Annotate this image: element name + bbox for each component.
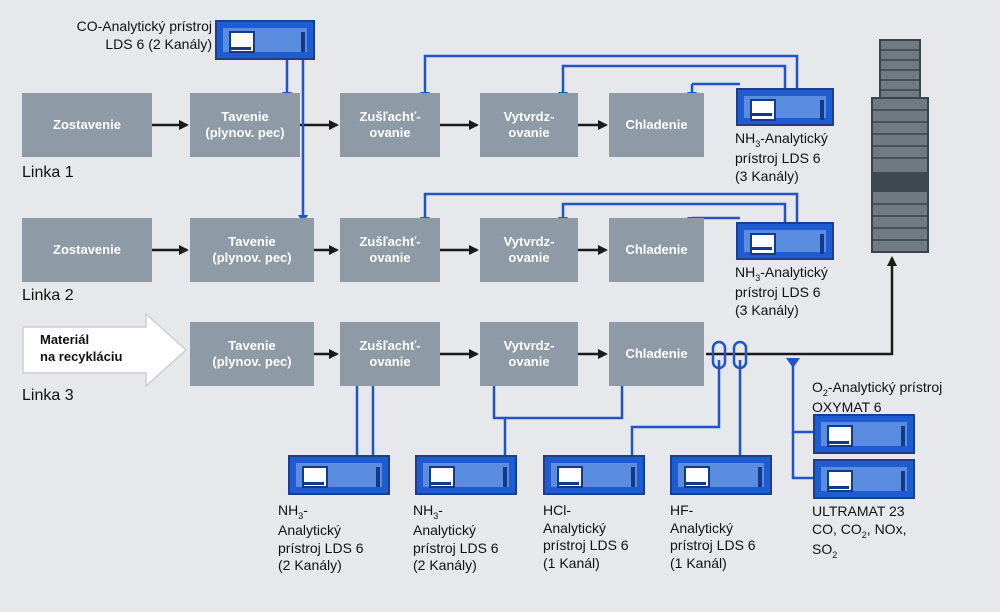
hcl-analyzer-label: HCl- Analytický prístroj LDS 6 (1 Kanál)	[543, 502, 629, 571]
nh3-analyzer-line1-device	[736, 88, 834, 126]
bottom-analyzer-1-label: NH3- Analytický prístroj LDS 6 (2 Kanály…	[278, 502, 364, 574]
line1-refining-block: Zušľachť- ovanie	[340, 93, 440, 157]
nh3-analyzer-line1-label: NH3-Analytický prístroj LDS 6 (3 Kanály)	[735, 130, 828, 184]
nh3-line1-loops	[423, 54, 799, 97]
oxymat-device	[813, 414, 915, 454]
line3-refining-block: Zušľachť- ovanie	[340, 322, 440, 386]
hf-analyzer-device	[670, 455, 772, 495]
line2-melting-block: Tavenie (plynov. pec)	[190, 218, 314, 282]
nh3-analyzer-line2-label: NH3-Analytický prístroj LDS 6 (3 Kanály)	[735, 264, 828, 318]
line3-hardening-block: Vytvrdz- ovanie	[480, 322, 578, 386]
hf-analyzer-label: HF- Analytický prístroj LDS 6 (1 Kanál)	[670, 502, 756, 571]
nh3-analyzer-line2-device	[736, 222, 834, 260]
line3-label: Linka 3	[22, 387, 74, 404]
line1-cooling-block: Chladenie	[609, 93, 704, 157]
line1-label: Linka 1	[22, 164, 74, 181]
line2-refining-block: Zušľachť- ovanie	[340, 218, 440, 282]
line1-assembly-block: Zostavenie	[22, 93, 152, 157]
line2-assembly-block: Zostavenie	[22, 218, 152, 282]
line2-label: Linka 2	[22, 287, 74, 304]
recycling-input-label: Materiál na recykláciu	[40, 332, 123, 364]
ultramat-device	[813, 459, 915, 499]
bottom-analyzer-1-device	[288, 455, 390, 495]
ultramat-label: ULTRAMAT 23 CO, CO2, NOx, SO2	[812, 503, 907, 560]
chimney-stack	[871, 39, 929, 253]
line3-melting-block: Tavenie (plynov. pec)	[190, 322, 314, 386]
o2-analyzer-label: O2-Analytický prístroj OXYMAT 6	[812, 379, 943, 416]
line3-flow	[314, 256, 897, 359]
bottom-analyzer-2-device	[415, 455, 517, 495]
line3-cooling-block: Chladenie	[609, 322, 704, 386]
line2-cooling-block: Chladenie	[609, 218, 704, 282]
bottom-sample-lines	[355, 360, 813, 480]
co-analyzer-label: CO-Analytický prístroj LDS 6 (2 Kanály)	[76, 18, 212, 52]
line2-hardening-block: Vytvrdz- ovanie	[480, 218, 578, 282]
hcl-analyzer-device	[543, 455, 645, 495]
recycling-input-arrow	[22, 313, 188, 387]
bottom-analyzer-2-label: NH3- Analytický prístroj LDS 6 (2 Kanály…	[413, 502, 499, 574]
line1-hardening-block: Vytvrdz- ovanie	[480, 93, 578, 157]
flue-probes	[711, 340, 748, 370]
line1-melting-block: Tavenie (plynov. pec)	[190, 93, 300, 157]
co-sample-lines	[285, 60, 305, 222]
co-analyzer-device	[215, 20, 315, 60]
